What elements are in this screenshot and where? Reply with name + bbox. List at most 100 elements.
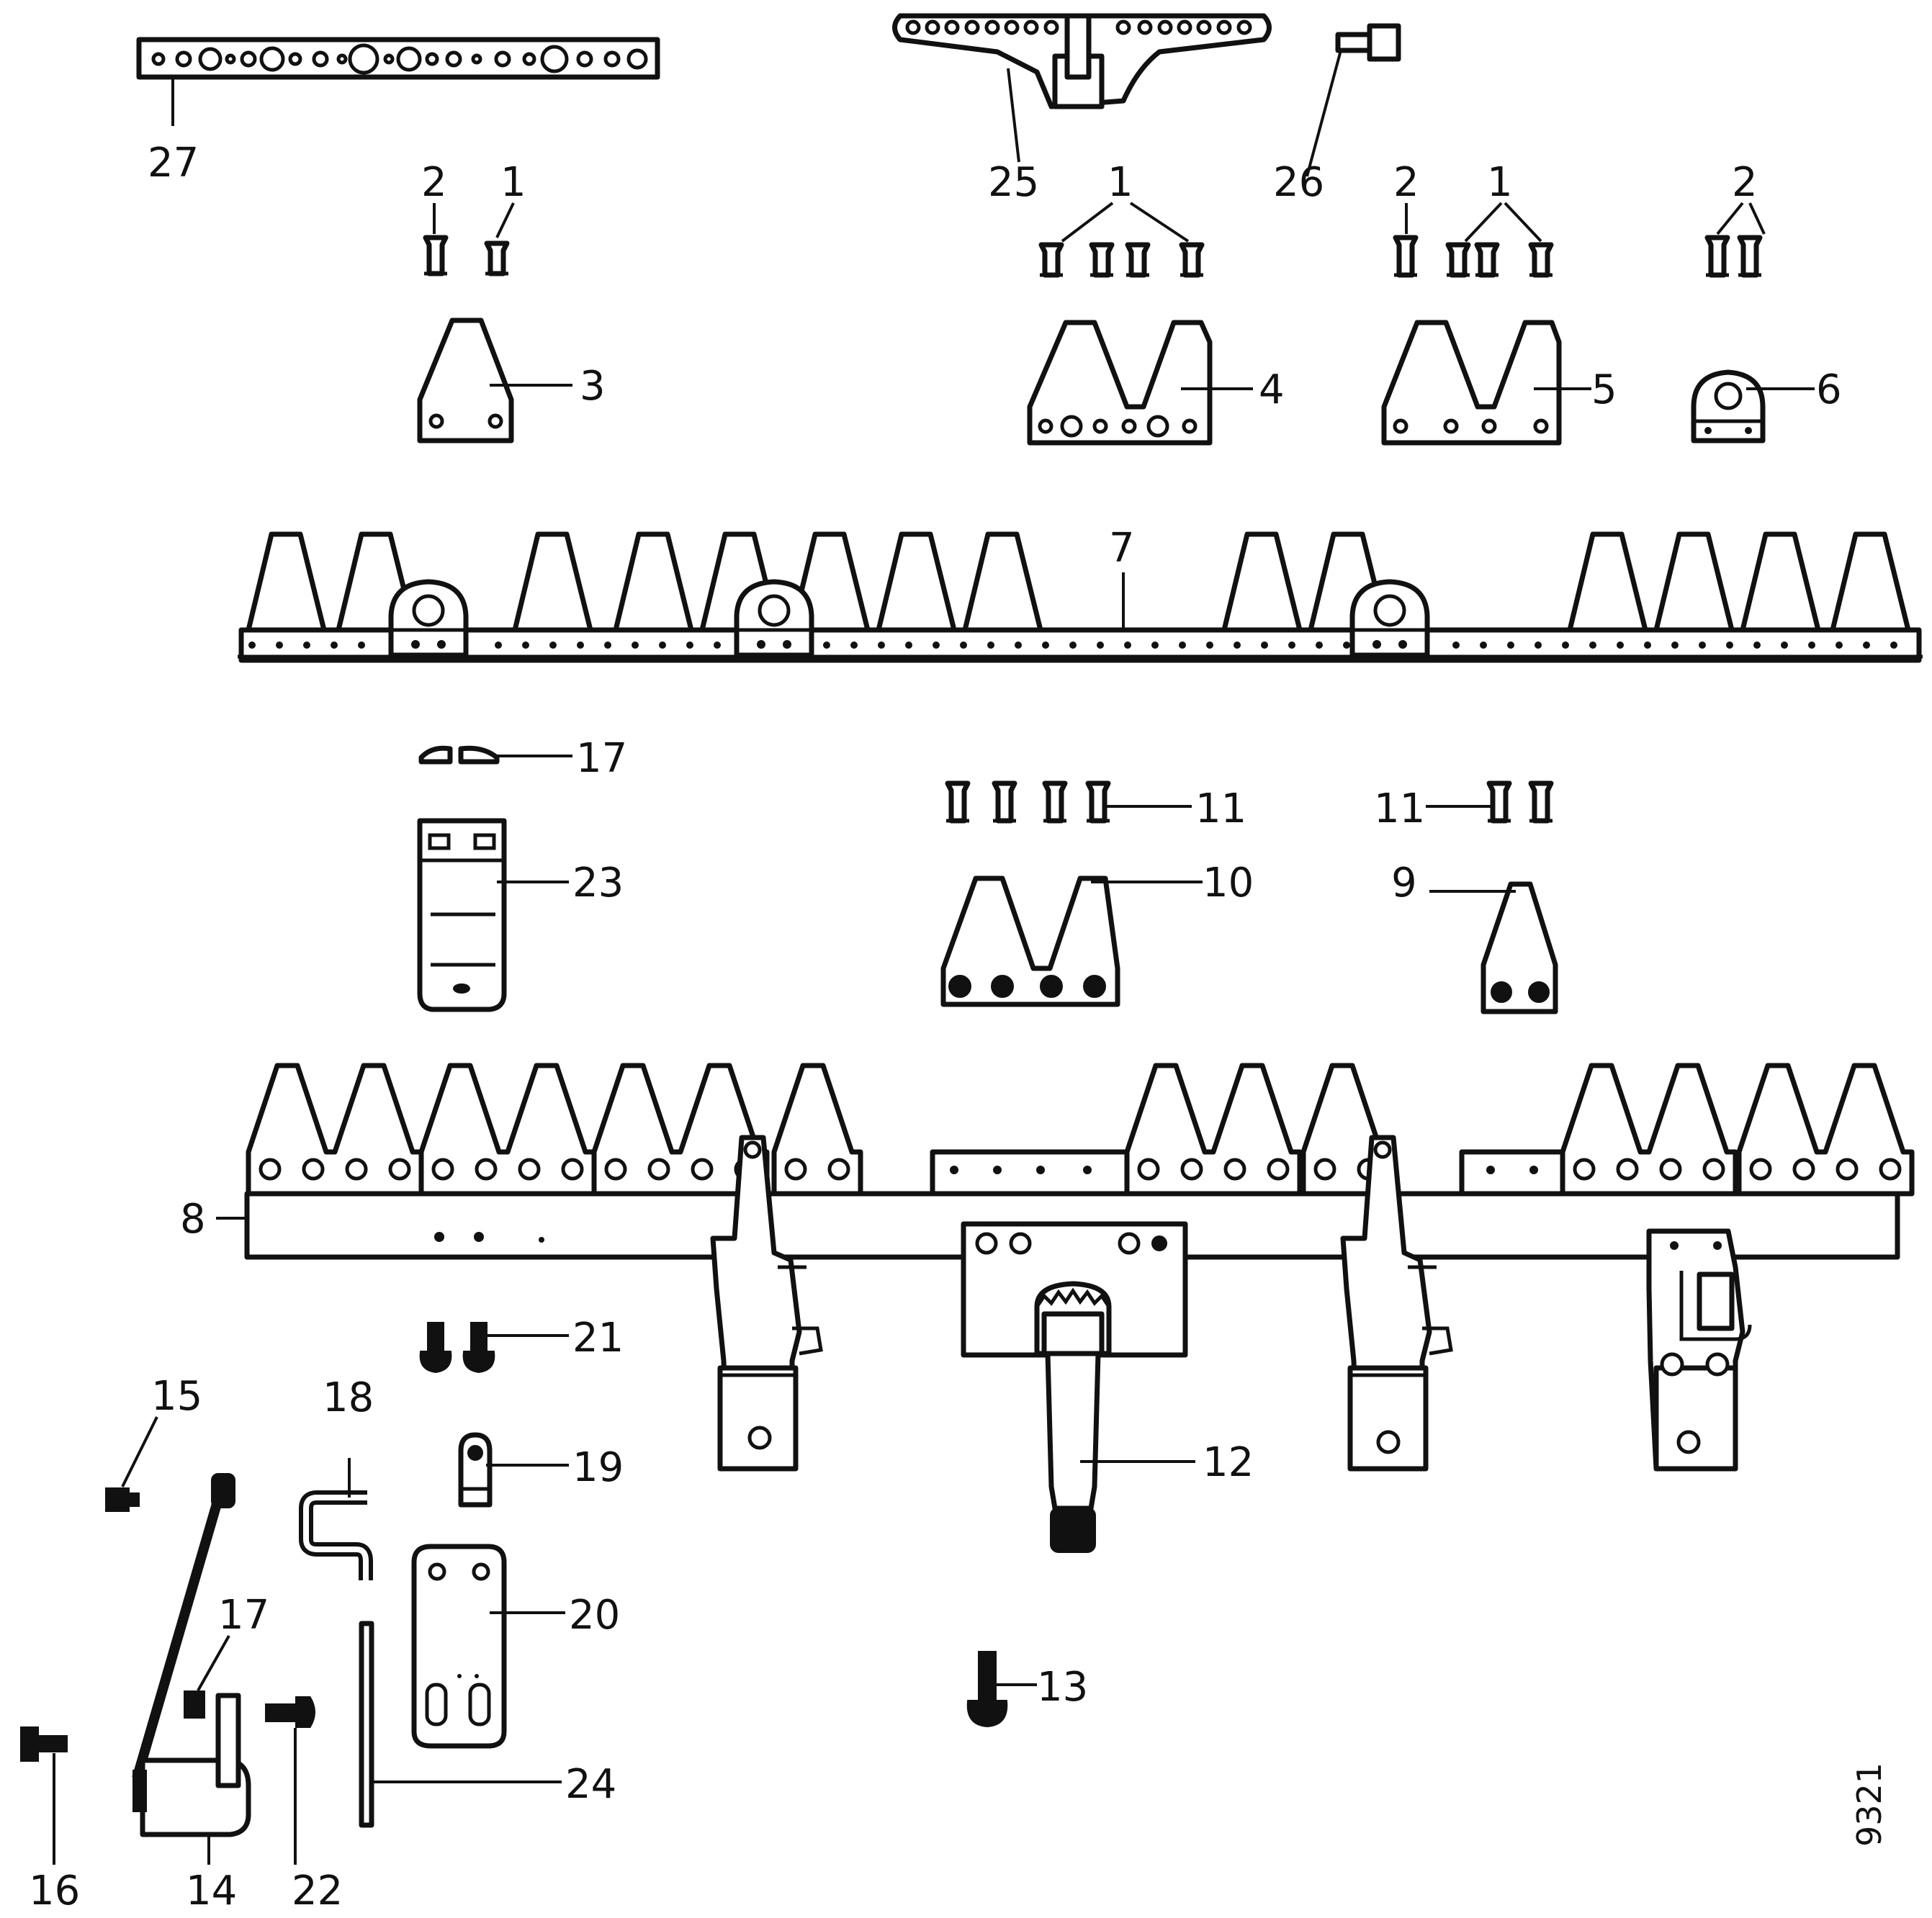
knife-tooth [1221, 531, 1303, 633]
bar-rivet [686, 641, 693, 649]
label-1-b: 1 [1107, 159, 1133, 206]
section-rivet [1573, 1158, 1596, 1181]
bar-rivet [1015, 641, 1022, 649]
bar-rivet [632, 641, 639, 649]
bar-rivet [1083, 1166, 1092, 1174]
bar-rivet [878, 641, 885, 649]
bar-rivet [1529, 1166, 1538, 1174]
bar-rivet [1042, 641, 1049, 649]
bar-rivet [1836, 641, 1843, 649]
bracket-hole [925, 19, 940, 35]
bar-rivet [1753, 641, 1761, 649]
bar-rivet [1316, 641, 1323, 649]
label-24: 24 [565, 1761, 616, 1808]
section-rivet [302, 1158, 325, 1181]
bar-rivet [1036, 1166, 1045, 1174]
rivet [1042, 780, 1068, 824]
guide-head-end [1646, 1228, 1752, 1472]
bar-rivet [1124, 641, 1131, 649]
bar-rivet [276, 641, 283, 649]
section-rivet [1702, 1158, 1725, 1181]
label-10: 10 [1203, 860, 1254, 906]
label-2-c: 2 [1732, 159, 1758, 206]
part-24-strip [359, 1621, 374, 1828]
section-rivet [259, 1158, 282, 1181]
bar-hole [603, 50, 621, 68]
part-15-bolt [105, 1487, 140, 1512]
part-19-clip [458, 1432, 493, 1508]
bar-rivet [1589, 641, 1596, 649]
bar-hole [626, 48, 648, 70]
part-23-wear-plate [417, 818, 507, 1012]
bar-rivet [303, 641, 310, 649]
section-rivet [1879, 1158, 1902, 1181]
rivet [992, 780, 1017, 824]
label-4: 4 [1259, 366, 1285, 413]
label-13: 13 [1037, 1664, 1088, 1711]
knife-tooth [613, 531, 694, 633]
bar-rivet [1097, 641, 1104, 649]
bar-hole [348, 43, 379, 75]
label-9: 9 [1391, 860, 1417, 906]
rivet [1528, 780, 1554, 824]
bar-rivet [1671, 641, 1679, 649]
label-23: 23 [572, 860, 624, 906]
bar-rivet [1781, 641, 1788, 649]
section-rivet [518, 1158, 541, 1181]
rivet [1038, 242, 1064, 278]
section-hole [1083, 975, 1106, 998]
knife-clip [1349, 579, 1430, 658]
rivet [1085, 780, 1111, 824]
section-hole [991, 975, 1014, 998]
bracket-hole [964, 19, 980, 35]
rivet [1486, 780, 1512, 824]
bar-hole [259, 46, 285, 72]
bar-hole [445, 50, 462, 68]
section-hole [1146, 415, 1169, 438]
bar-hole [240, 50, 257, 68]
bar-hole [225, 53, 236, 65]
section-hole [1040, 975, 1063, 998]
bar-rivet [1179, 641, 1186, 649]
section-hole [948, 975, 971, 998]
bracket-hole [1043, 19, 1059, 35]
bar-rivet [1069, 641, 1077, 649]
label-2-a: 2 [421, 159, 447, 206]
bar-rivet [1699, 641, 1706, 649]
label-26: 26 [1273, 159, 1324, 206]
knife-tooth [1653, 531, 1735, 633]
bar-hole [494, 50, 511, 68]
knife-tooth [512, 531, 593, 633]
section-hole [1092, 418, 1108, 434]
label-17-a: 17 [576, 735, 627, 782]
label-3: 3 [580, 363, 606, 410]
label-22: 22 [292, 1868, 343, 1914]
label-11-b: 11 [1374, 785, 1425, 832]
bar-rivet [248, 641, 256, 649]
label-15: 15 [151, 1373, 202, 1420]
bar-rivet [850, 641, 858, 649]
label-2-b: 2 [1393, 159, 1419, 206]
knife-section [1736, 1063, 1915, 1197]
label-20: 20 [569, 1592, 620, 1639]
section-rivet [827, 1158, 850, 1181]
part-17-plate-pair [418, 745, 500, 765]
knife-clip [734, 579, 814, 658]
bracket-hole [905, 19, 921, 35]
bar-rivet [495, 641, 502, 649]
rivet [1737, 235, 1763, 278]
section-rivet [647, 1158, 670, 1181]
bar-hole [522, 52, 536, 66]
section-rivet [561, 1158, 584, 1181]
bar-hole [471, 53, 482, 65]
section-hole [1393, 418, 1408, 434]
bar-rivet [1726, 641, 1733, 649]
bracket-hole [1216, 19, 1232, 35]
bracket-hole [1004, 19, 1020, 35]
section-rivet [691, 1158, 714, 1181]
section-rivet [784, 1158, 807, 1181]
part-10-double-knife-section [940, 875, 1120, 1007]
part-5-double-knife-section [1381, 320, 1562, 446]
bar-rivet [950, 1166, 958, 1174]
knife-tooth [962, 531, 1043, 633]
